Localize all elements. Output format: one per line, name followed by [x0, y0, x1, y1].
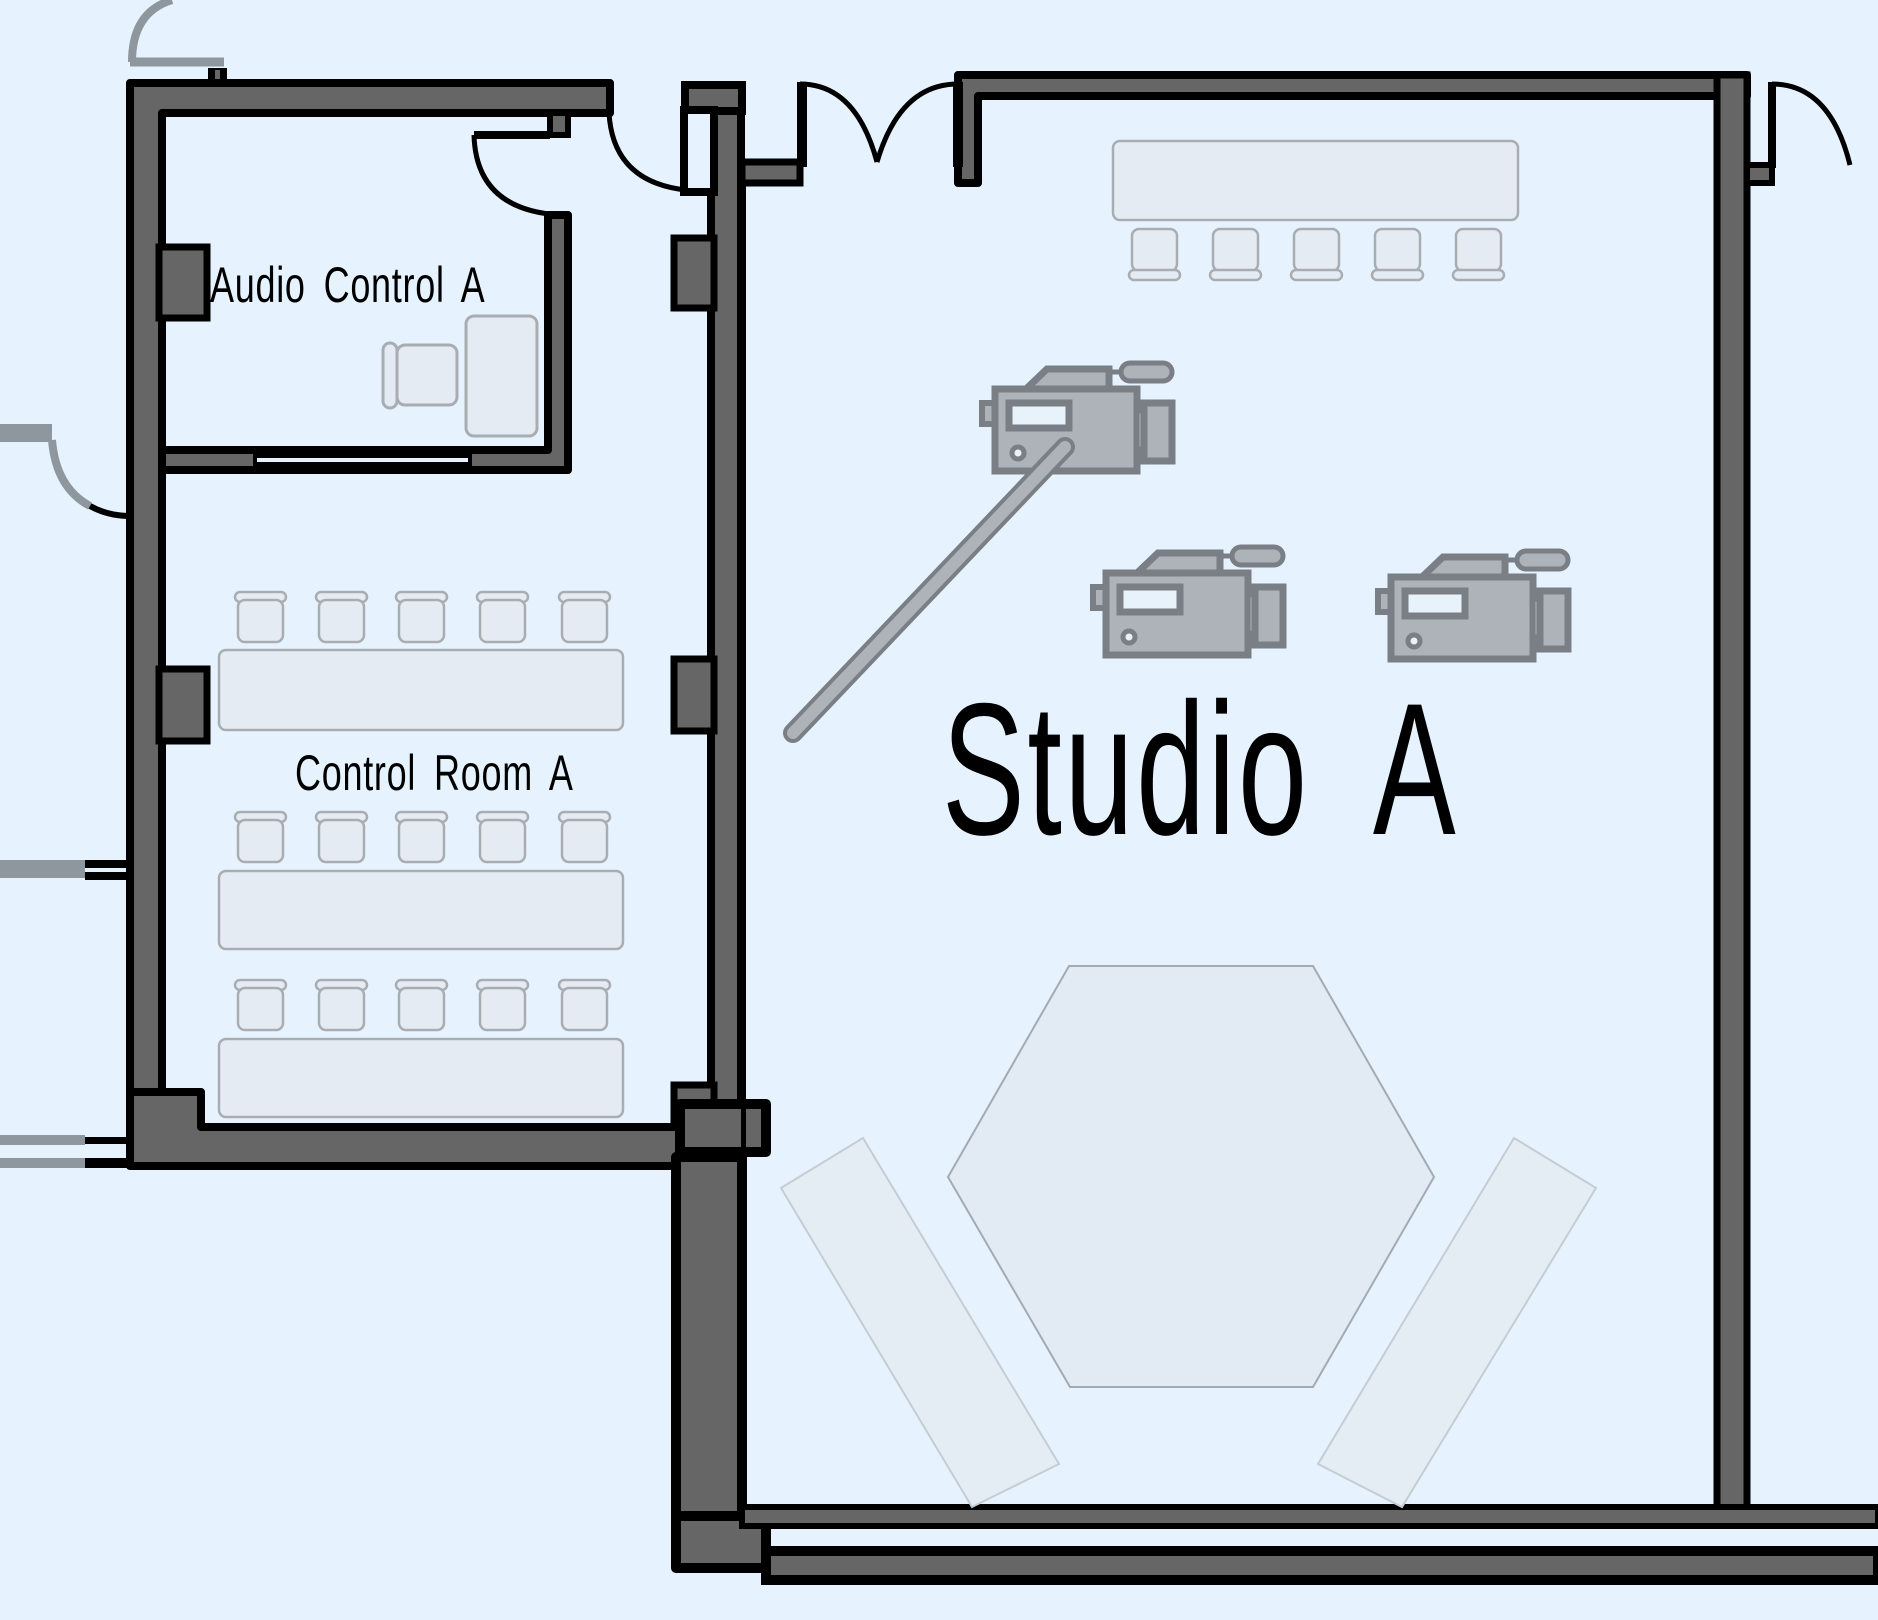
control-room-furniture	[217, 590, 625, 1119]
studio-camera-icon	[1093, 547, 1283, 655]
camera-jib-arm-icon	[783, 437, 1075, 743]
set-panel-right	[1316, 1136, 1598, 1509]
audio-desk	[464, 314, 539, 438]
audio-chair-back	[381, 341, 399, 410]
set-panel-left	[779, 1136, 1061, 1509]
studio-camera-icon	[982, 363, 1172, 471]
adjacent-doors	[0, 0, 224, 1168]
studio-furniture	[779, 139, 1598, 1509]
studio-camera-icon	[1378, 551, 1568, 659]
room-label-audio-control: Audio Control A	[210, 257, 486, 313]
door-swings	[471, 81, 1853, 218]
room-label-studio: Studio A	[942, 664, 1459, 874]
audio-control-furniture	[381, 314, 539, 438]
room-label-control-room: Control Room A	[295, 745, 574, 801]
studio-walls	[738, 71, 1878, 1585]
studio-long-table	[1111, 139, 1520, 222]
audio-chair-seat	[395, 343, 459, 407]
hexagon-set-platform	[946, 965, 1436, 1388]
control-wing-walls	[126, 79, 771, 1573]
